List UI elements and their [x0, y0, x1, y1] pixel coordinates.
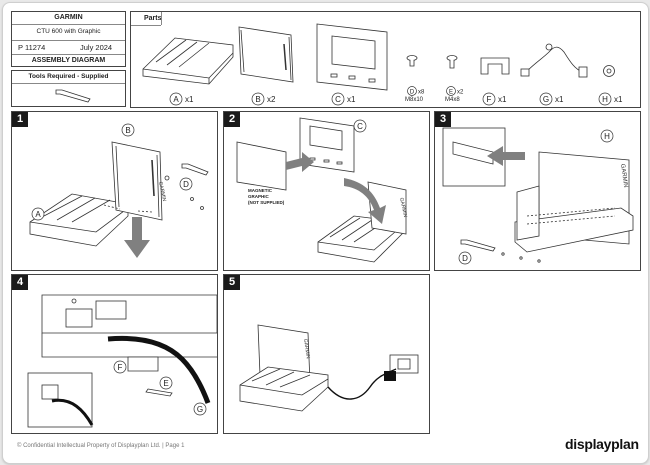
issue-date: July 2024	[80, 43, 113, 52]
part-f-bracket	[480, 57, 510, 75]
hex-key-icon	[55, 89, 91, 103]
step-number: 1	[12, 112, 28, 127]
part-d-screw	[406, 55, 418, 67]
step-4-panel: 4 F E G	[11, 274, 218, 434]
callout-label: G	[197, 405, 203, 414]
part-a-base	[142, 37, 234, 85]
parts-box: Parts	[130, 11, 641, 108]
part-letter: A	[173, 95, 179, 104]
part-letter: H	[602, 95, 608, 104]
product-print: GARMIN	[157, 181, 167, 202]
product-print: GARMIN	[398, 197, 408, 218]
graphic-note-line: (NOT SUPPLIED)	[248, 200, 285, 205]
step-number: 4	[12, 275, 28, 290]
part-letter: E	[449, 90, 453, 96]
step-3-illustration: H D GARMIN	[442, 127, 634, 265]
arrow-icon	[286, 152, 314, 172]
callout-label: B	[125, 126, 130, 135]
step-number: 3	[435, 112, 451, 127]
callout-label: E	[163, 379, 168, 388]
arrow-icon	[487, 146, 525, 166]
part-letter: B	[255, 95, 260, 104]
part-letter: G	[543, 95, 549, 104]
part-number: P 11274	[18, 43, 46, 52]
part-qty: x1	[498, 95, 507, 104]
step-2-panel: 2 C MAGNETIC GRAPHIC (NO	[223, 111, 430, 271]
product-name: CTU 600 with Graphic	[36, 28, 101, 35]
part-spec: M4x8	[445, 97, 460, 103]
callout-label: D	[183, 180, 189, 189]
part-qty: x1	[185, 95, 194, 104]
callout-label: C	[357, 122, 363, 131]
part-c-panel	[316, 23, 388, 91]
title-block: GARMIN CTU 600 with Graphic P 11274 July…	[11, 11, 126, 67]
step-5-illustration: GARMIN	[239, 324, 419, 412]
callout-label: A	[35, 210, 41, 219]
step-4-illustration: F E G	[27, 294, 217, 428]
part-b-panel	[238, 26, 294, 83]
brand-name: GARMIN	[54, 14, 83, 21]
step-number: 5	[224, 275, 240, 290]
part-qty: x1	[555, 95, 564, 104]
brand-logo: displayplan	[565, 436, 639, 452]
parts-illustrations: A x1 B x2 C x1 F x1 G x1 H x1 D x8 M8x10…	[142, 23, 623, 106]
part-letter: F	[487, 95, 492, 104]
part-qty: x1	[347, 95, 356, 104]
tools-box: Tools Required - Supplied	[11, 70, 126, 107]
part-letter: D	[410, 90, 415, 96]
step-1-illustration: B D A GARMIN	[12, 112, 209, 270]
footer-confidential: © Confidential Intellectual Property of …	[17, 443, 185, 449]
step-5-panel: 5 GARMIN	[223, 274, 430, 434]
step-1-panel: 1 B	[11, 111, 218, 271]
product-print: GARMIN	[619, 163, 628, 188]
part-qty: x2	[267, 95, 276, 104]
part-qty: x8	[418, 90, 425, 96]
part-h-grommet	[603, 65, 615, 77]
product-print: GARMIN	[302, 338, 311, 359]
part-qty: x2	[457, 90, 464, 96]
part-letter: C	[335, 95, 341, 104]
part-e-screw	[446, 55, 458, 69]
step-2-illustration: C MAGNETIC GRAPHIC (NOT SUPPLIED) GARMIN	[236, 117, 408, 263]
part-qty: x1	[614, 95, 623, 104]
plug-icon	[384, 371, 396, 381]
callout-label: D	[462, 254, 468, 263]
part-spec: M8x10	[405, 97, 424, 103]
graphic-note-line: GRAPHIC	[248, 194, 270, 199]
step-3-panel: 3 H D GARMIN	[434, 111, 641, 271]
tools-heading: Tools Required - Supplied	[28, 73, 109, 80]
graphic-note-line: MAGNETIC	[248, 188, 273, 193]
arrow-icon	[124, 217, 150, 258]
callout-label: F	[118, 363, 123, 372]
callout-label: H	[604, 132, 610, 141]
parts-heading: Parts	[144, 15, 162, 22]
arrow-icon	[344, 178, 386, 224]
part-g-cable	[520, 43, 588, 78]
document-title: ASSEMBLY DIAGRAM	[31, 57, 106, 64]
step-number: 2	[224, 112, 240, 127]
